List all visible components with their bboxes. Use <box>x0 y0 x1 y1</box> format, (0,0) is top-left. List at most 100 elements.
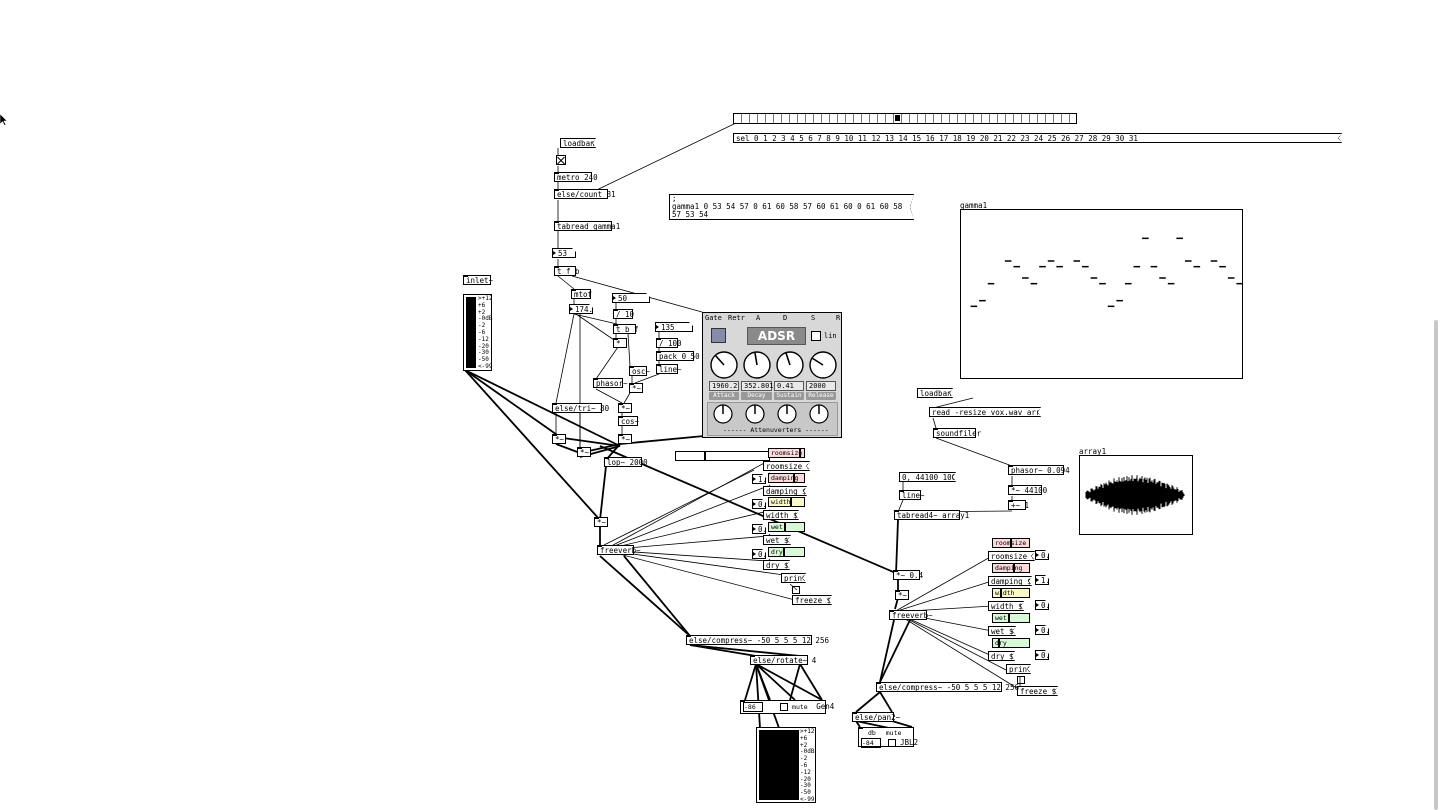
radio-cell[interactable] <box>838 114 846 123</box>
wet-message-2[interactable]: wet $1 <box>988 626 1016 636</box>
wet-number-1[interactable]: 0.4 <box>752 524 766 534</box>
release-value[interactable]: 2000 <box>806 381 836 391</box>
freeze-message-2[interactable]: freeze $1 <box>1017 686 1058 696</box>
radio-cell[interactable] <box>1006 114 1014 123</box>
radio-cell[interactable] <box>846 114 854 123</box>
radio-cell[interactable] <box>742 114 750 123</box>
loadbang-object-2[interactable]: loadbang <box>917 388 953 398</box>
dry-number-1[interactable]: 0.4 <box>752 549 766 559</box>
wet-slider-2[interactable]: wet <box>992 613 1030 623</box>
phasor-object-2[interactable]: phasor~ 0.094 <box>1008 465 1070 475</box>
sustain-value[interactable]: 0.41 <box>774 381 804 391</box>
radio-cell[interactable] <box>830 114 838 123</box>
signal-multiply-2[interactable]: *~ <box>618 403 632 413</box>
damping-message-2[interactable]: damping $1 <box>988 576 1032 586</box>
plus-1-object[interactable]: +~ 1 <box>1008 500 1029 510</box>
line-object[interactable]: line~ <box>656 364 682 374</box>
signal-multiply-3[interactable]: *~ <box>552 434 566 444</box>
array1-waveform[interactable] <box>1079 455 1193 535</box>
lin-checkbox[interactable] <box>811 331 821 341</box>
radio-cell[interactable] <box>1022 114 1030 123</box>
radio-cell[interactable] <box>1054 114 1062 123</box>
radio-cell[interactable] <box>766 114 774 123</box>
signal-multiply-4[interactable]: *~ <box>618 434 632 444</box>
radio-cell[interactable] <box>1030 114 1038 123</box>
pan2-object[interactable]: else/pan2~ <box>852 712 900 722</box>
radio-cell[interactable] <box>1014 114 1022 123</box>
damping-slider-2[interactable]: damping <box>992 563 1030 573</box>
width-slider-2[interactable]: width <box>992 588 1030 598</box>
cos-object[interactable]: cos~ <box>618 416 639 426</box>
radio-cell[interactable] <box>926 114 934 123</box>
decay-value[interactable]: 352.801 <box>741 381 774 391</box>
width-number-2[interactable]: 0.2 <box>1035 600 1049 610</box>
jbl2-mute-toggle[interactable] <box>887 739 896 747</box>
dry-message-1[interactable]: dry $1 <box>763 560 790 570</box>
width-message-2[interactable]: width $1 <box>988 601 1024 611</box>
phasor-object[interactable]: phasor~ <box>593 378 628 388</box>
radio-cell[interactable] <box>790 114 798 123</box>
compress-object-1[interactable]: else/compress~ -50 5 5 5 12 256 <box>686 635 829 645</box>
gamma1-array[interactable] <box>960 209 1243 382</box>
radio-cell[interactable] <box>782 114 790 123</box>
long-hslider[interactable] <box>675 451 770 461</box>
read-message[interactable]: read -resize vox.wav array1 <box>929 407 1041 417</box>
roomsize-slider-1[interactable]: roomsize <box>768 448 805 458</box>
line-message[interactable]: 0, 44100 1000 <box>899 472 956 482</box>
freeze-toggle-1[interactable] <box>792 586 800 594</box>
radio-cell[interactable] <box>950 114 958 123</box>
dry-message-2[interactable]: dry $1 <box>988 651 1015 661</box>
radio-cell[interactable] <box>958 114 966 123</box>
signal-multiply-5[interactable]: *~ <box>577 447 591 457</box>
damping-message-1[interactable]: damping $1 <box>763 486 807 496</box>
adsr-knobs[interactable] <box>708 349 840 381</box>
radio-cell[interactable] <box>910 114 918 123</box>
osc-object[interactable]: osc~ <box>629 366 650 376</box>
gen4-db-number[interactable]: -86 <box>743 702 763 712</box>
radio-cell[interactable] <box>862 114 870 123</box>
dry-slider-1[interactable]: dry <box>768 547 805 557</box>
multiply-object[interactable]: * <box>613 338 627 348</box>
wet-slider-1[interactable]: wet <box>768 522 805 532</box>
width-message-1[interactable]: width $1 <box>763 510 799 520</box>
radio-cell[interactable] <box>966 114 974 123</box>
radio-cell[interactable] <box>918 114 926 123</box>
radio-cell[interactable] <box>886 114 894 123</box>
number-box-53[interactable]: 53 <box>552 248 576 258</box>
pack-object[interactable]: pack 0 50 <box>656 351 700 361</box>
radio-cell[interactable] <box>1038 114 1046 123</box>
radio-cell[interactable] <box>878 114 886 123</box>
roomsize-number-2[interactable]: 0.5 <box>1035 550 1049 560</box>
radio-cell[interactable] <box>1046 114 1054 123</box>
signal-multiply-7[interactable]: *~ <box>895 590 909 600</box>
radio-cell[interactable] <box>734 114 742 123</box>
multiply-44100-object[interactable]: *~ 44100 <box>1008 485 1047 495</box>
jbl2-output[interactable]: db mute -84 JBL2 <box>858 727 918 748</box>
loadbang-object[interactable]: loadbang <box>560 138 596 148</box>
print-message-1[interactable]: print <box>781 573 806 583</box>
width-number-1[interactable]: 0.6 <box>752 499 766 509</box>
radio-cell[interactable] <box>990 114 998 123</box>
freeze-toggle-2[interactable] <box>1017 676 1025 684</box>
compress-object-2[interactable]: else/compress~ -50 5 5 5 12 256 <box>876 682 1019 692</box>
roomsize-message-1[interactable]: roomsize $1 <box>763 461 810 471</box>
radio-cell[interactable] <box>822 114 830 123</box>
divide-10-object[interactable]: / 10 <box>613 309 634 319</box>
radio-cell[interactable] <box>870 114 878 123</box>
radio-cell[interactable] <box>798 114 806 123</box>
radio-cell[interactable] <box>982 114 990 123</box>
tabread4-object[interactable]: tabread4~ array1 <box>894 510 969 520</box>
radio-cell[interactable] <box>750 114 758 123</box>
radio-cell[interactable] <box>758 114 766 123</box>
freeverb-object-1[interactable]: freeverb~ <box>597 545 641 555</box>
count-object[interactable]: else/count 31 <box>554 189 616 199</box>
line-object-2[interactable]: line~ <box>899 490 925 500</box>
trigger-tbf-object[interactable]: t b f <box>613 324 639 334</box>
attack-value[interactable]: 1960.2 <box>709 381 739 391</box>
divide-100-object[interactable]: / 100 <box>656 338 682 348</box>
signal-multiply-6[interactable]: *~ <box>594 517 608 527</box>
roomsize-slider-2[interactable]: roomsize <box>992 538 1030 548</box>
attenuverter-knobs[interactable] <box>712 403 836 425</box>
